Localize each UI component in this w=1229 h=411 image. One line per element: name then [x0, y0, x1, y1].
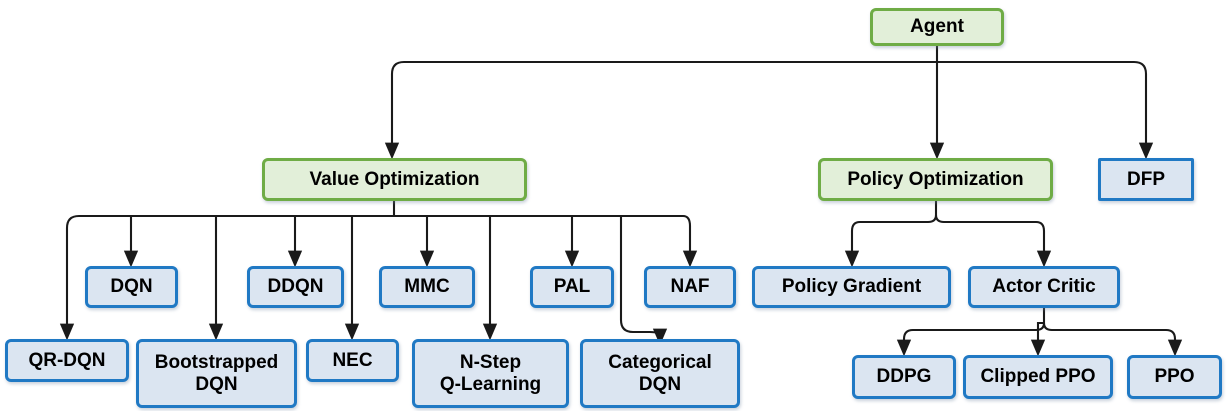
- node-agent[interactable]: Agent: [870, 8, 1004, 46]
- node-dfp[interactable]: DFP: [1098, 158, 1194, 201]
- edge-ppo: [1042, 322, 1183, 357]
- node-clipped-ppo[interactable]: Clipped PPO: [963, 355, 1113, 399]
- node-value-optimization[interactable]: Value Optimization: [262, 158, 527, 201]
- node-categorical-dqn[interactable]: Categorical DQN: [580, 339, 740, 408]
- node-policy-optimization[interactable]: Policy Optimization: [818, 158, 1053, 201]
- node-policy-gradient[interactable]: Policy Gradient: [752, 266, 951, 308]
- node-bootstrapped-dqn[interactable]: Bootstrapped DQN: [136, 339, 297, 408]
- node-dqn-label: DQN: [110, 276, 153, 298]
- node-dfp-label: DFP: [1127, 168, 1165, 190]
- edge-actor-critic: [934, 214, 1052, 268]
- node-naf[interactable]: NAF: [644, 266, 736, 308]
- node-ppo-label: PPO: [1154, 366, 1195, 388]
- edge-agent-value-opt: [384, 60, 937, 160]
- edge-clipped-ppo: [1030, 321, 1046, 357]
- node-ddpg-label: DDPG: [876, 366, 932, 388]
- node-pal-label: PAL: [553, 276, 591, 298]
- node-ddqn-label: DDQN: [267, 276, 324, 298]
- node-policy-optimization-label: Policy Optimization: [847, 168, 1024, 190]
- node-value-optimization-label: Value Optimization: [309, 168, 480, 190]
- node-qr-dqn-label: QR-DQN: [28, 349, 106, 371]
- node-ppo[interactable]: PPO: [1127, 355, 1222, 399]
- node-ddpg[interactable]: DDPG: [852, 355, 956, 399]
- node-agent-label: Agent: [910, 16, 964, 38]
- node-qr-dqn[interactable]: QR-DQN: [5, 339, 129, 382]
- edge-value-naf: [682, 214, 698, 268]
- edge-ddpg: [896, 322, 1046, 357]
- edge-policy-gradient: [844, 214, 938, 268]
- node-actor-critic-label: Actor Critic: [992, 276, 1096, 298]
- node-mmc[interactable]: MMC: [379, 266, 475, 308]
- node-nec[interactable]: NEC: [306, 339, 399, 382]
- node-n-step-q-learning-label: N-Step Q-Learning: [439, 352, 542, 395]
- node-nec-label: NEC: [332, 349, 373, 371]
- node-clipped-ppo-label: Clipped PPO: [980, 366, 1096, 388]
- node-actor-critic[interactable]: Actor Critic: [968, 266, 1120, 308]
- node-n-step-q-learning[interactable]: N-Step Q-Learning: [412, 339, 569, 408]
- edge-agent-dfp: [937, 60, 1154, 160]
- node-ddqn[interactable]: DDQN: [247, 266, 344, 308]
- node-naf-label: NAF: [670, 276, 710, 298]
- node-policy-gradient-label: Policy Gradient: [781, 276, 922, 298]
- node-categorical-dqn-label: Categorical DQN: [608, 352, 712, 395]
- node-bootstrapped-dqn-label: Bootstrapped DQN: [154, 352, 279, 395]
- node-pal[interactable]: PAL: [530, 266, 614, 308]
- node-mmc-label: MMC: [404, 276, 450, 298]
- edge-value-qr-dqn: [59, 214, 80, 341]
- node-dqn[interactable]: DQN: [85, 266, 178, 308]
